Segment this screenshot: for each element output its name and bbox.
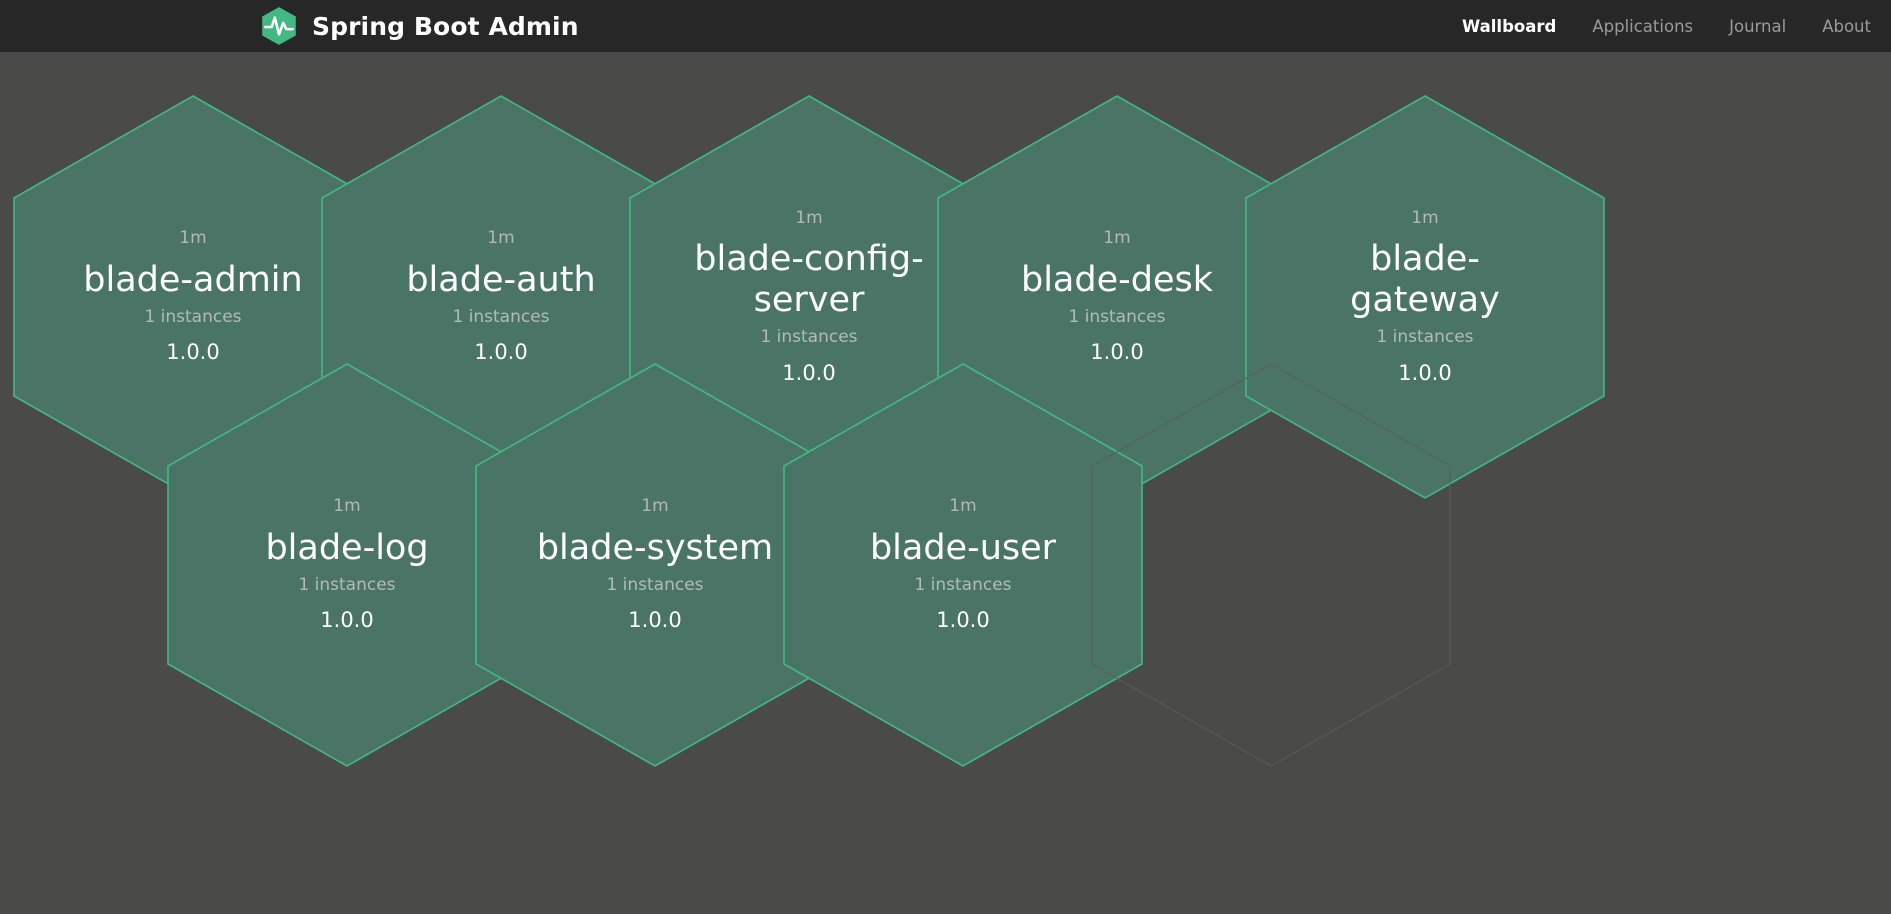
nav-link-applications[interactable]: Applications xyxy=(1592,16,1694,36)
pulse-hexagon-logo-icon xyxy=(258,5,300,47)
nav-link-about[interactable]: About xyxy=(1822,16,1871,36)
brand-title: Spring Boot Admin xyxy=(312,11,579,41)
hexagon-shape xyxy=(1245,95,1605,499)
nav-links: Wallboard Applications Journal About xyxy=(1462,0,1871,52)
hexagon-shape xyxy=(783,363,1143,767)
nav-link-wallboard[interactable]: Wallboard xyxy=(1462,16,1557,36)
nav-link-journal[interactable]: Journal xyxy=(1729,16,1787,36)
brand[interactable]: Spring Boot Admin xyxy=(258,5,579,47)
hexagon-shape xyxy=(1091,363,1451,767)
top-navbar: Spring Boot Admin Wallboard Applications… xyxy=(0,0,1891,52)
application-hexagon-placeholder xyxy=(1088,360,1454,770)
